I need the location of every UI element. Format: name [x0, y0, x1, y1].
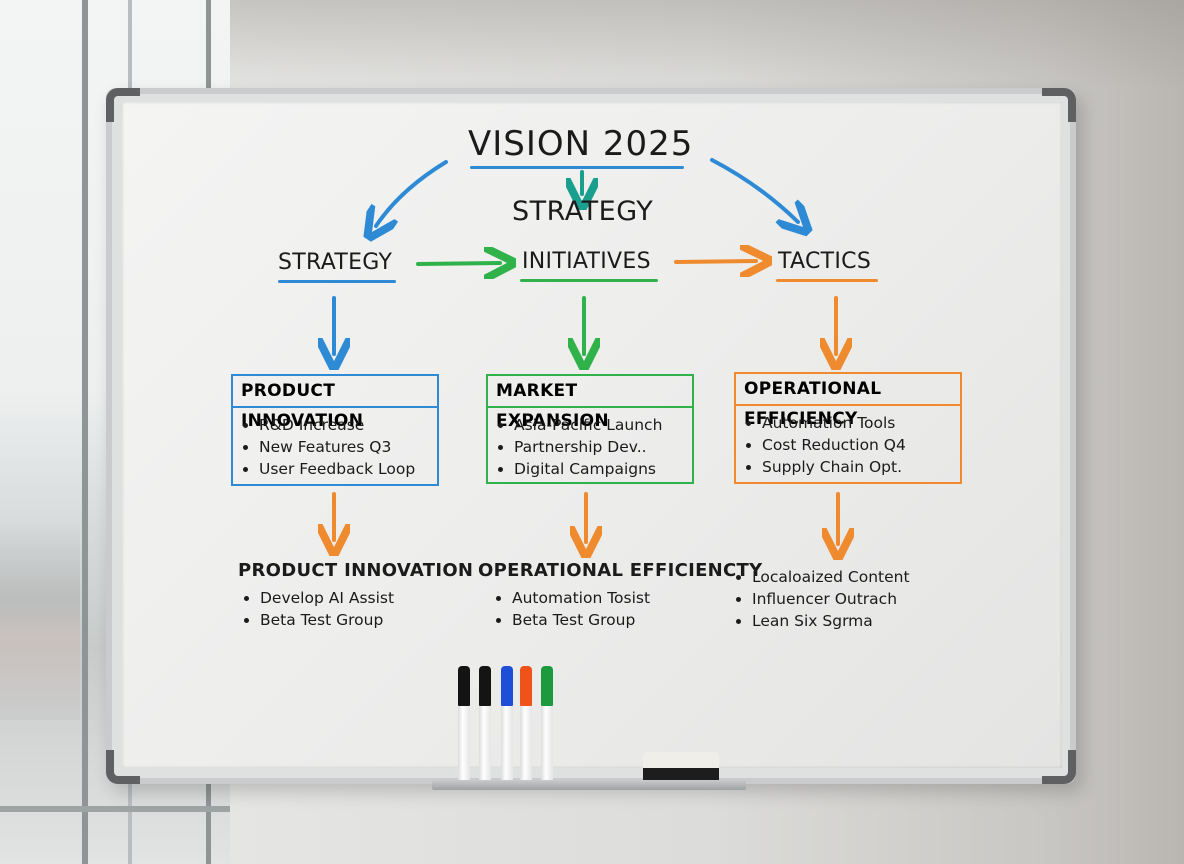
box-title: OPERATIONAL EFFICIENCY — [736, 374, 960, 429]
arrow-vision-to-strategy — [376, 160, 448, 226]
whiteboard-surface — [122, 102, 1062, 768]
heading-tactics: TACTICS — [778, 249, 872, 274]
heading-strategy: STRATEGY — [278, 250, 393, 275]
list-item: Localoaized Content — [752, 566, 910, 588]
followup-title: OPERATIONAL EFFICIENCTY — [478, 560, 763, 581]
list-item: Digital Campaigns — [514, 458, 692, 480]
frame-corner — [1042, 750, 1076, 784]
list-item: Cost Reduction Q4 — [762, 434, 960, 456]
window-sill — [0, 806, 230, 812]
marker-tray — [432, 780, 746, 790]
heading-initiatives: INITIATIVES — [522, 249, 651, 274]
wall-shadow — [230, 0, 1184, 90]
marker-blue[interactable] — [501, 666, 513, 786]
list-item: Develop AI Assist — [260, 587, 473, 609]
box-title: PRODUCT INNOVATION — [233, 376, 437, 431]
arrow-strategy-to-initiatives — [416, 263, 500, 264]
list-item: Supply Chain Opt. — [762, 456, 960, 478]
box-product-innovation: PRODUCT INNOVATION R&D Increase New Feat… — [231, 374, 439, 486]
marker-orange[interactable] — [520, 666, 532, 786]
window-mullion — [82, 0, 88, 864]
followup-tactics-list: Localoaized Content Influencer Outrach L… — [730, 560, 910, 632]
followup-product-innovation: PRODUCT INNOVATION Develop AI Assist Bet… — [238, 560, 473, 631]
list-item: Automation Tools — [762, 412, 960, 434]
frame-corner — [1042, 88, 1076, 122]
frame-corner — [106, 88, 140, 122]
marker-black[interactable] — [479, 666, 491, 786]
list-item: New Features Q3 — [259, 436, 437, 458]
list-item: Lean Six Sgrma — [752, 610, 910, 632]
list-item: Beta Test Group — [260, 609, 473, 631]
marker-black[interactable] — [458, 666, 470, 786]
title-underline — [470, 166, 684, 169]
arrow-initiatives-to-tactics — [674, 261, 756, 262]
list-item: R&D Increase — [259, 414, 437, 436]
list-item: Influencer Outrach — [752, 588, 910, 610]
marker-green[interactable] — [541, 666, 553, 786]
list-item: Partnership Dev.. — [514, 436, 692, 458]
heading-underline — [520, 279, 658, 282]
list-item: Asia-Pacific Launch — [514, 414, 692, 436]
list-item: Beta Test Group — [512, 609, 762, 631]
outdoor-view — [0, 520, 80, 720]
followup-title: PRODUCT INNOVATION — [238, 560, 474, 581]
frame-corner — [106, 750, 140, 784]
board-title: VISION 2025 — [468, 124, 694, 164]
list-item: User Feedback Loop — [259, 458, 437, 480]
heading-underline — [776, 279, 878, 282]
list-item: Automation Tosist — [512, 587, 762, 609]
board-subtitle: STRATEGY — [512, 196, 654, 227]
arrow-vision-to-tactics — [710, 158, 798, 222]
box-market-expansion: MARKET EXPANSION Asia-Pacific Launch Par… — [486, 374, 694, 484]
box-operational-efficiency: OPERATIONAL EFFICIENCY Automation Tools … — [734, 372, 962, 484]
box-title: MARKET EXPANSION — [488, 376, 692, 431]
followup-operational-efficiency: OPERATIONAL EFFICIENCTY Automation Tosis… — [478, 560, 762, 631]
heading-underline — [278, 280, 396, 283]
